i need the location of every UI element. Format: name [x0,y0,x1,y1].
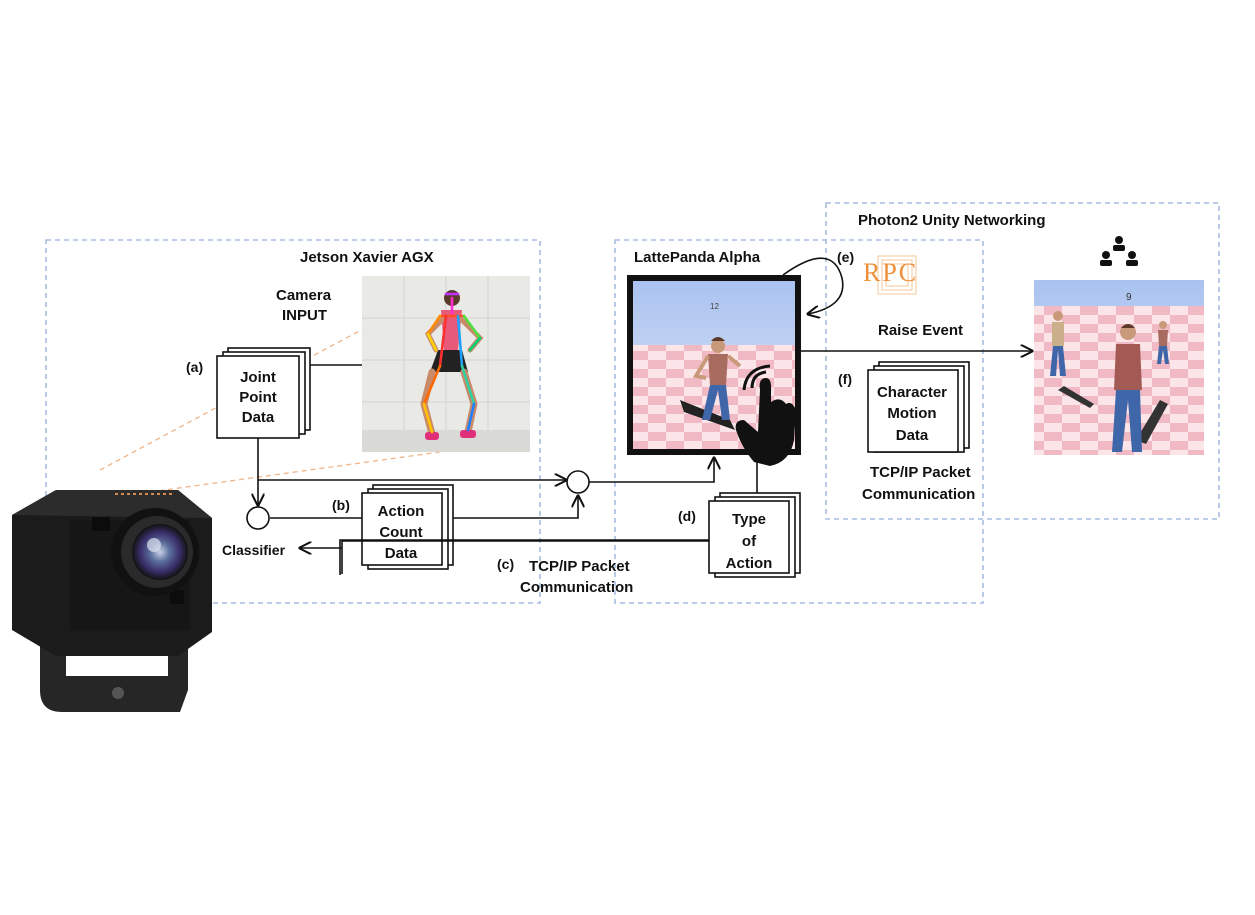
doc-character-line1: Character [877,384,947,401]
group-photon2-unity-networking [825,202,1220,520]
group-lattepanda-alpha [614,239,984,604]
tcp-c-line1: TCP/IP Packet [529,558,630,575]
doc-character-line2: Motion [887,405,936,422]
tcp-f-line2: Communication [862,486,975,503]
doc-character-motion-data: Character Motion Data [867,361,970,453]
step-label-c: (c) [497,556,514,572]
step-label-f: (f) [838,371,852,387]
arrow-type-to-classifier [339,539,710,575]
camera-device-image [12,490,212,712]
doc-action-count-line1: Action [378,503,425,520]
doc-type-line1: Type [732,511,766,528]
step-label-a: (a) [186,359,203,375]
multiplayer-icon [1100,236,1138,266]
step-label-b: (b) [332,497,350,513]
tcp-c-line2: Communication [520,579,633,596]
camera-input-label-line2: INPUT [282,307,327,324]
scene-score-text: 9 [1126,292,1132,303]
doc-joint-line1: Joint [240,369,276,386]
camera-input-label-line1: Camera [276,287,332,304]
summing-node [566,470,590,494]
group-title-photon: Photon2 Unity Networking [858,212,1046,229]
doc-joint-line2: Point [239,389,277,406]
group-jetson-xavier-agx [45,239,541,604]
arrow-action-count-to-sum [453,496,578,519]
arrow-sum-to-screen [589,458,714,483]
multiplayer-scene-image: 9 [1034,280,1204,455]
raise-event-label: Raise Event [878,322,963,339]
rpc-logo-text: RPC [863,258,918,287]
step-label-e: (e) [837,249,854,265]
tcp-f-line1: TCP/IP Packet [870,464,971,481]
doc-character-line3: Data [896,427,929,444]
classifier-label: Classifier [222,542,286,558]
group-title-jetson: Jetson Xavier AGX [300,249,434,266]
doc-type-of-action: Type of Action [708,492,801,578]
screen-score-text: 12 [710,302,719,311]
rpc-logo: RPC [863,255,918,295]
doc-type-line2: of [742,533,757,550]
doc-type-line3: Action [726,555,773,572]
lattepanda-screen: 12 [627,275,801,466]
doc-action-count-data: Action Count Data [361,484,454,570]
arrow-return-path [341,540,712,574]
doc-action-count-line3: Data [385,545,418,562]
group-title-lattepanda: LattePanda Alpha [634,249,761,266]
loop-arrow-e [782,257,844,314]
doc-joint-line3: Data [242,409,275,426]
camera-input-image [362,276,530,452]
doc-joint-point-data: Joint Point Data [216,347,311,439]
step-label-d: (d) [678,508,696,524]
doc-action-count-line2: Count [379,524,422,541]
classifier-node [246,506,270,530]
